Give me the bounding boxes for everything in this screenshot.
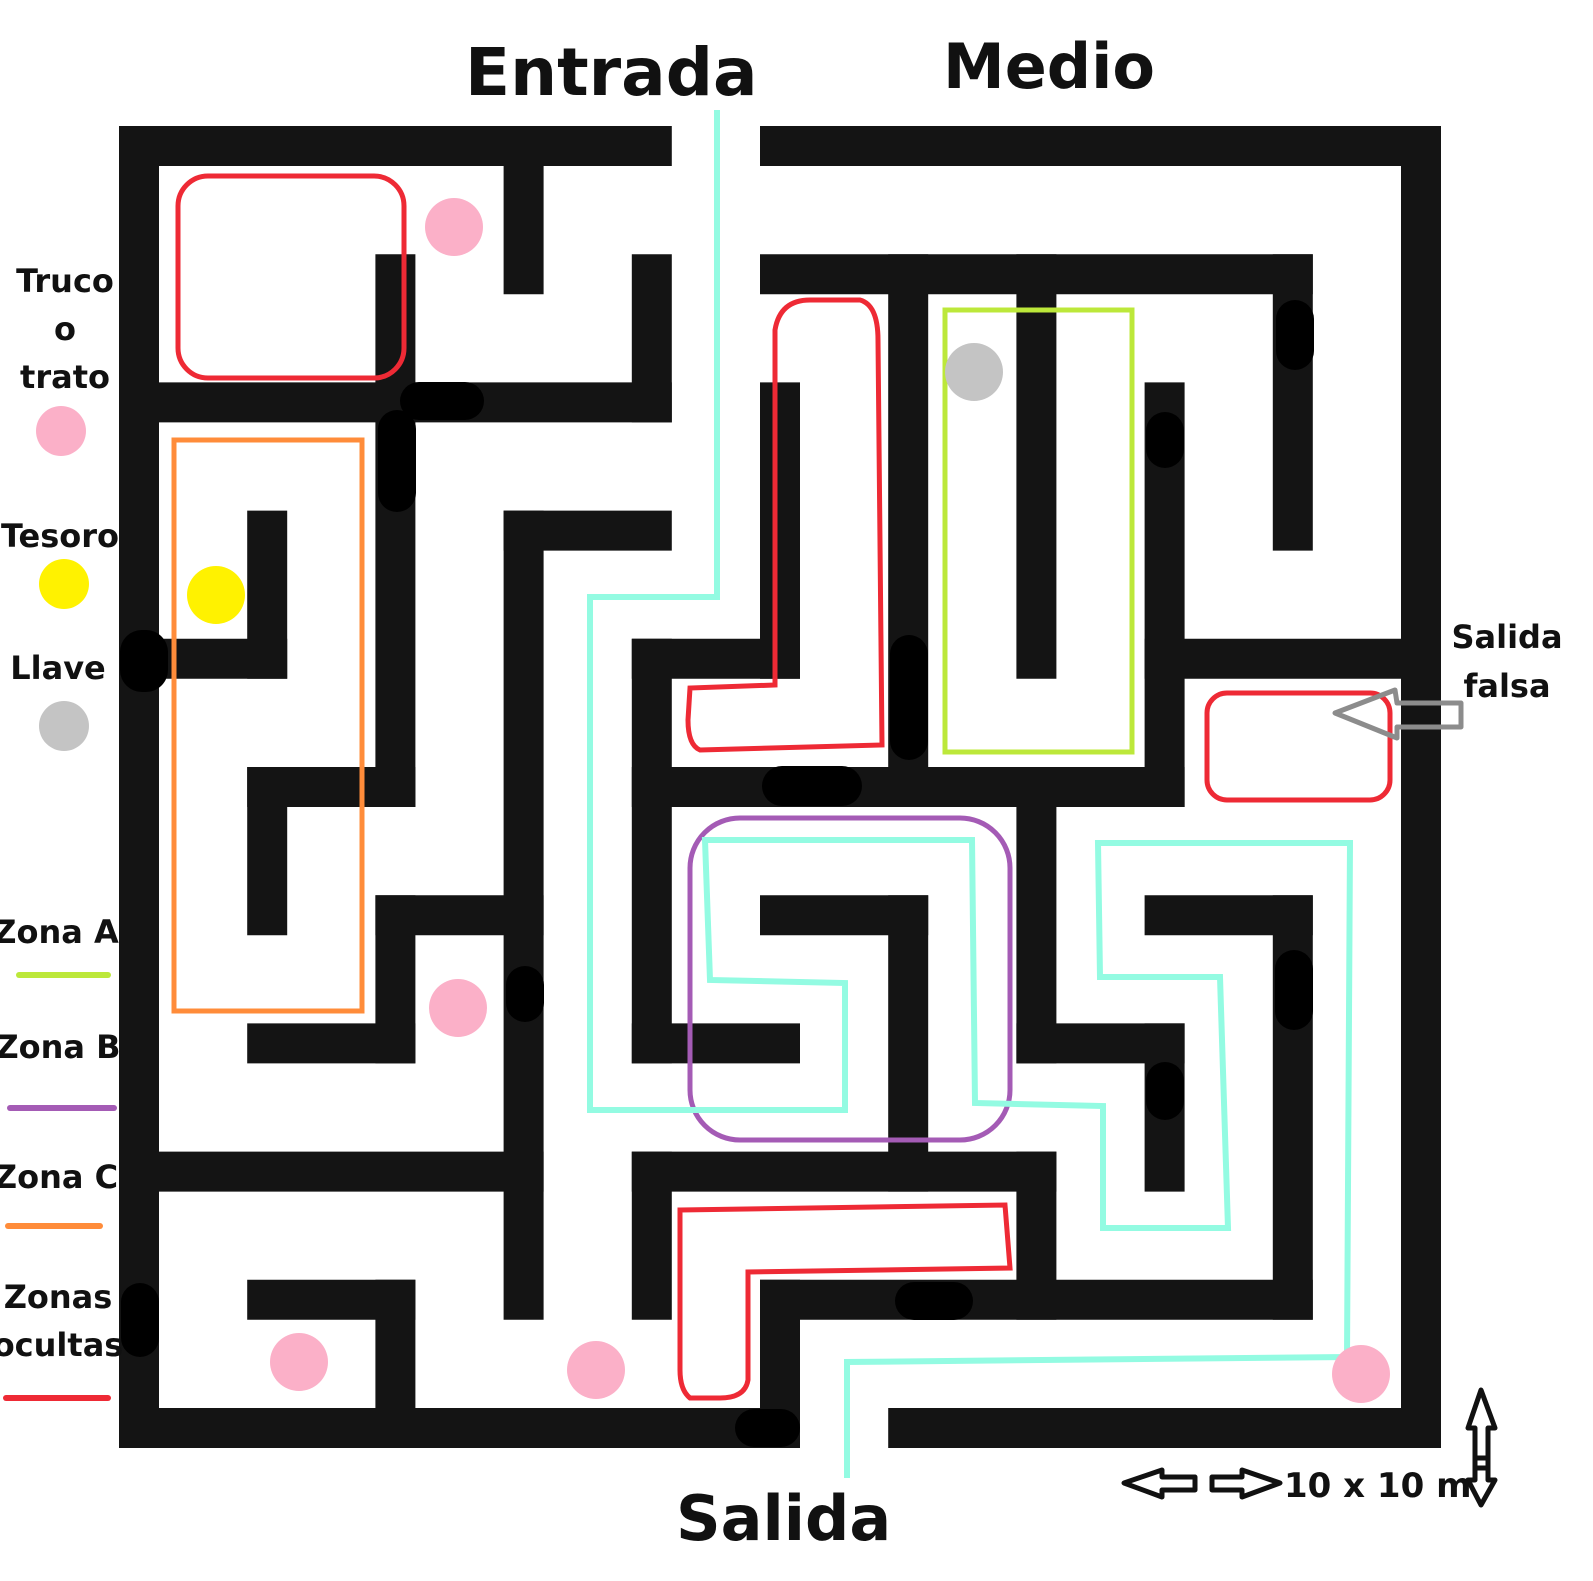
arrow-right-icon: [1209, 1467, 1283, 1500]
legend-hidden-line1: Zonas: [4, 1278, 113, 1316]
trick-or-treat-marker: [429, 979, 487, 1037]
hidden-zone-bottom: [677, 1202, 1013, 1401]
hidden-block: [121, 1283, 159, 1357]
hidden-zone-middle: [685, 297, 885, 753]
arrow-up-icon: [1465, 1387, 1498, 1471]
hidden-blocks: [120, 300, 1314, 1447]
hidden-block: [506, 966, 544, 1022]
legend-treasure-label: Tesoro: [1, 517, 119, 555]
zone-a-outline: [942, 307, 1135, 755]
scale-label: 10 x 10 m: [1284, 1466, 1472, 1506]
key-marker: [945, 343, 1003, 401]
zone-b-outline: [687, 815, 1013, 1143]
legend-trick-line3: trato: [20, 358, 110, 396]
maze-walls: [119, 126, 1441, 1448]
hidden-block: [1146, 412, 1184, 468]
hidden-zone-topleft: [175, 173, 407, 381]
hidden-block: [120, 630, 168, 692]
false-exit-label-line2: falsa: [1463, 667, 1550, 705]
arrow-left-icon: [1121, 1467, 1198, 1500]
zone-c-outline: [171, 437, 365, 1014]
middle-label: Medio: [943, 30, 1155, 103]
trick-or-treat-marker: [425, 198, 483, 256]
legend-key-label: Llave: [10, 649, 106, 687]
entrance-label: Entrada: [465, 34, 758, 111]
legend-trick-line2: o: [54, 310, 76, 348]
trick-or-treat-marker: [270, 1333, 328, 1391]
hidden-zone-false-exit: [1204, 690, 1393, 803]
hidden-block: [378, 410, 416, 512]
legend-zone-a-label: Zona A: [0, 913, 119, 951]
arrow-down-icon: [1465, 1455, 1498, 1508]
scale-indicator: [1121, 1387, 1498, 1508]
hidden-block: [400, 382, 484, 420]
false-exit-arrow-icon: [1332, 687, 1464, 741]
legend-trick-line1: Truco: [16, 262, 114, 300]
solution-route: [587, 110, 1354, 1478]
hidden-block: [1275, 950, 1313, 1030]
trick-or-treat-marker: [567, 1341, 625, 1399]
hidden-block: [895, 1282, 973, 1320]
legend-key-swatch: [39, 701, 89, 751]
legend-trick-swatch: [36, 406, 86, 456]
hidden-block: [1146, 1062, 1184, 1120]
legend-zone-b-label: Zona B: [0, 1028, 121, 1066]
hidden-block: [762, 766, 862, 806]
treasure-marker: [187, 566, 245, 624]
hidden-block: [1276, 300, 1314, 370]
legend-treasure-swatch: [39, 559, 89, 609]
trick-or-treat-marker: [1332, 1345, 1390, 1403]
hidden-block: [735, 1409, 800, 1447]
legend-hidden-line2: ocultas: [0, 1326, 123, 1364]
maze-items: [187, 198, 1390, 1403]
exit-label: Salida: [676, 1482, 891, 1555]
legend: Truco o trato Tesoro Llave Zona A Zona B…: [0, 262, 123, 1401]
false-exit-label-line1: Salida: [1451, 618, 1562, 656]
hidden-block: [890, 635, 928, 760]
legend-zone-c-label: Zona C: [0, 1158, 118, 1196]
